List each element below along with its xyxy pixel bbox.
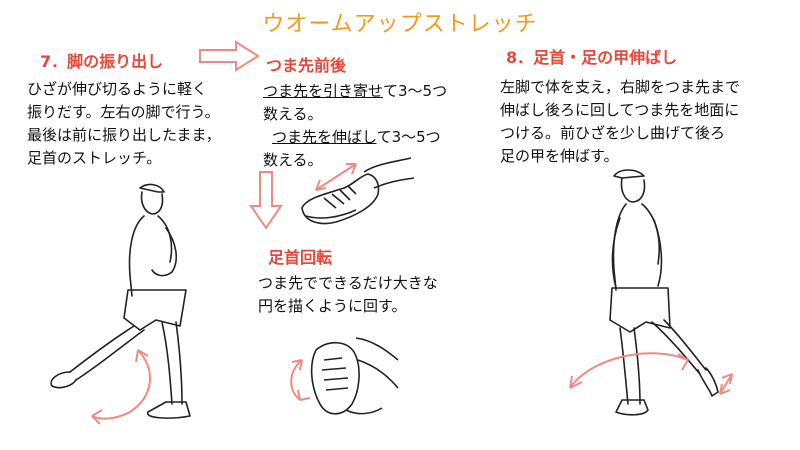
toe-front-back-heading: つま先前後 — [266, 56, 347, 75]
instep-line: 伸ばし後ろに回してつま先を地面に — [500, 101, 740, 119]
instep-stretch-heading: 8．足首・足の甲伸ばし — [506, 48, 678, 67]
leg-swing-line: 最後は前に振り出したまま， — [27, 126, 221, 144]
leg-swing-line: 振りだす。左右の脚で行う。 — [27, 103, 220, 121]
arrow-right-icon — [199, 40, 260, 72]
page-title: ウオームアップストレッチ — [262, 12, 538, 37]
toe-line: 数える。 — [263, 151, 323, 169]
toe-point-underlined: つま先を伸ばし — [272, 128, 377, 146]
leg-swing-line: 足首のストレッチ。 — [27, 149, 162, 167]
leg-swing-figure-illustration — [50, 183, 191, 425]
instep-stretch-figure-illustration — [569, 169, 733, 416]
ankle-rotation-line: 円を描くように回す。 — [258, 297, 407, 315]
toe-pull-underlined: つま先を引き寄せ — [263, 82, 384, 100]
arrow-down-icon — [249, 171, 283, 230]
shoe-flex-illustration — [301, 157, 415, 225]
leg-swing-text: ひざが伸び切るように軽く 振りだす。左右の脚で行う。 最後は前に振り出したまま，… — [27, 78, 221, 170]
leg-swing-heading: 7．脚の振り出し — [40, 52, 164, 71]
instep-line: 左脚で体を支え，右脚をつま先まで — [500, 78, 741, 96]
ankle-rotation-heading: 足首回転 — [268, 248, 333, 267]
toe-point-rest: て3〜5つ — [376, 128, 441, 146]
toe-line: 数える。 — [263, 105, 323, 123]
toe-front-back-text: つま先を引き寄せて3〜5つ 数える。 つま先を伸ばして3〜5つ 数える。 — [263, 80, 447, 172]
ankle-rotation-text: つま先でできるだけ大きな 円を描くように回す。 — [258, 272, 438, 318]
leg-swing-line: ひざが伸び切るように軽く — [27, 80, 208, 98]
instep-line: つける。前ひざを少し曲げて後ろ — [500, 124, 726, 142]
toe-line: つま先を引き寄せて3〜5つ — [263, 80, 447, 103]
toe-line: つま先を伸ばして3〜5つ — [263, 126, 447, 149]
instep-line: 足の甲を伸ばす。 — [500, 147, 619, 165]
ankle-rotation-line: つま先でできるだけ大きな — [258, 274, 438, 292]
toe-pull-rest: て3〜5つ — [383, 82, 448, 100]
shoe-rotate-illustration — [290, 337, 399, 415]
instep-stretch-text: 左脚で体を支え，右脚をつま先まで 伸ばし後ろに回してつま先を地面に つける。前ひ… — [500, 76, 740, 168]
